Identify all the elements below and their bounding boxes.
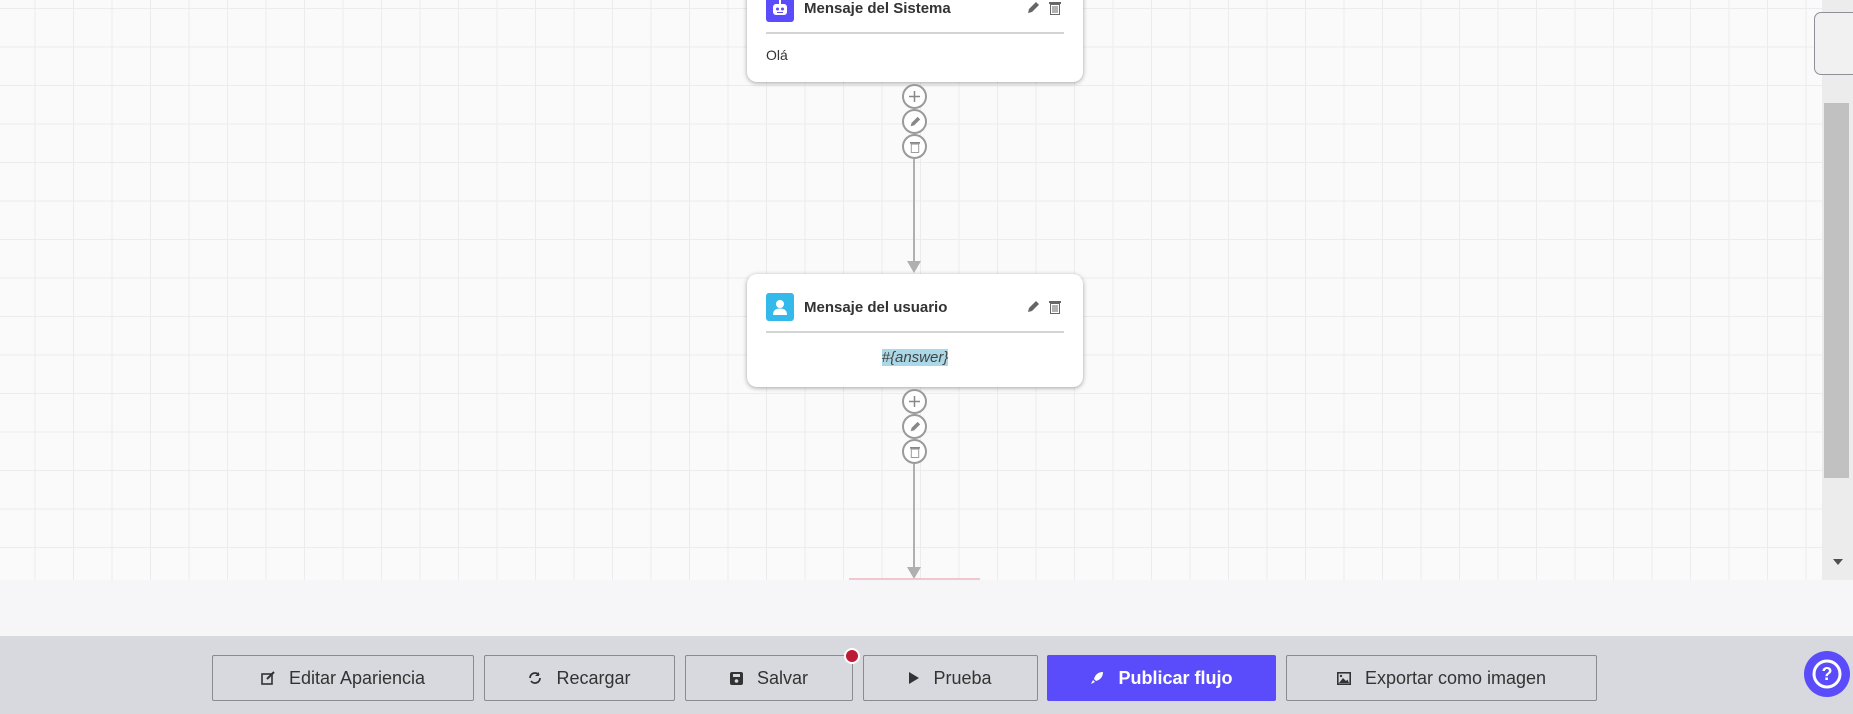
- save-button[interactable]: Salvar: [685, 655, 853, 701]
- minimap-panel[interactable]: [1814, 12, 1853, 75]
- system-message-node[interactable]: Mensaje del Sistema Olá: [747, 0, 1083, 82]
- help-button[interactable]: ?: [1804, 651, 1850, 697]
- button-label: Publicar flujo: [1118, 667, 1233, 688]
- vertical-scrollbar[interactable]: [1822, 0, 1853, 580]
- robot-icon: [766, 0, 794, 22]
- delete-connection-button[interactable]: [902, 134, 927, 159]
- user-icon: [766, 293, 794, 321]
- user-message-node[interactable]: Mensaje del usuario #{answer}: [747, 274, 1083, 387]
- button-label: Exportar como imagen: [1364, 667, 1547, 688]
- add-node-button[interactable]: [902, 389, 927, 414]
- question-icon: ?: [1812, 659, 1842, 689]
- scrollbar-thumb[interactable]: [1824, 103, 1849, 478]
- next-node-edge: [849, 578, 980, 580]
- play-icon: [909, 672, 920, 684]
- test-button[interactable]: Prueba: [863, 655, 1038, 701]
- connector-arrow: [907, 567, 921, 579]
- edit-appearance-button[interactable]: Editar Apariencia: [212, 655, 474, 701]
- add-node-button[interactable]: [902, 84, 927, 109]
- flow-canvas[interactable]: Mensaje del Sistema Olá Mensaje del usua…: [0, 0, 1822, 580]
- svg-text:?: ?: [1822, 664, 1833, 684]
- edit-connection-button[interactable]: [902, 109, 927, 134]
- image-icon: [1336, 671, 1351, 685]
- edit-icon: [261, 671, 275, 685]
- node-title: Mensaje del usuario: [804, 298, 948, 316]
- export-image-button[interactable]: Exportar como imagen: [1286, 655, 1597, 701]
- node-body: #{answer}: [881, 349, 949, 366]
- pencil-icon[interactable]: [1024, 0, 1042, 17]
- button-label: Prueba: [933, 667, 992, 688]
- connector-line: [913, 464, 915, 570]
- pencil-icon[interactable]: [1024, 298, 1042, 316]
- unsaved-changes-indicator: [844, 648, 860, 664]
- button-label: Salvar: [756, 667, 809, 688]
- scroll-down-arrow-icon[interactable]: [1833, 559, 1843, 565]
- connector-arrow: [907, 261, 921, 273]
- save-icon: [729, 671, 743, 685]
- node-title: Mensaje del Sistema: [804, 0, 951, 17]
- refresh-icon: [528, 671, 542, 685]
- trash-icon[interactable]: [1046, 298, 1064, 316]
- delete-connection-button[interactable]: [902, 439, 927, 464]
- node-divider: [766, 331, 1064, 333]
- rocket-icon: [1090, 671, 1104, 685]
- button-label: Editar Apariencia: [288, 667, 426, 688]
- publish-flow-button[interactable]: Publicar flujo: [1047, 655, 1276, 701]
- node-divider: [766, 32, 1064, 34]
- node-body: Olá: [766, 47, 788, 63]
- reload-button[interactable]: Recargar: [484, 655, 675, 701]
- edit-connection-button[interactable]: [902, 414, 927, 439]
- connector-line: [913, 159, 915, 263]
- trash-icon[interactable]: [1046, 0, 1064, 17]
- button-label: Recargar: [556, 667, 631, 688]
